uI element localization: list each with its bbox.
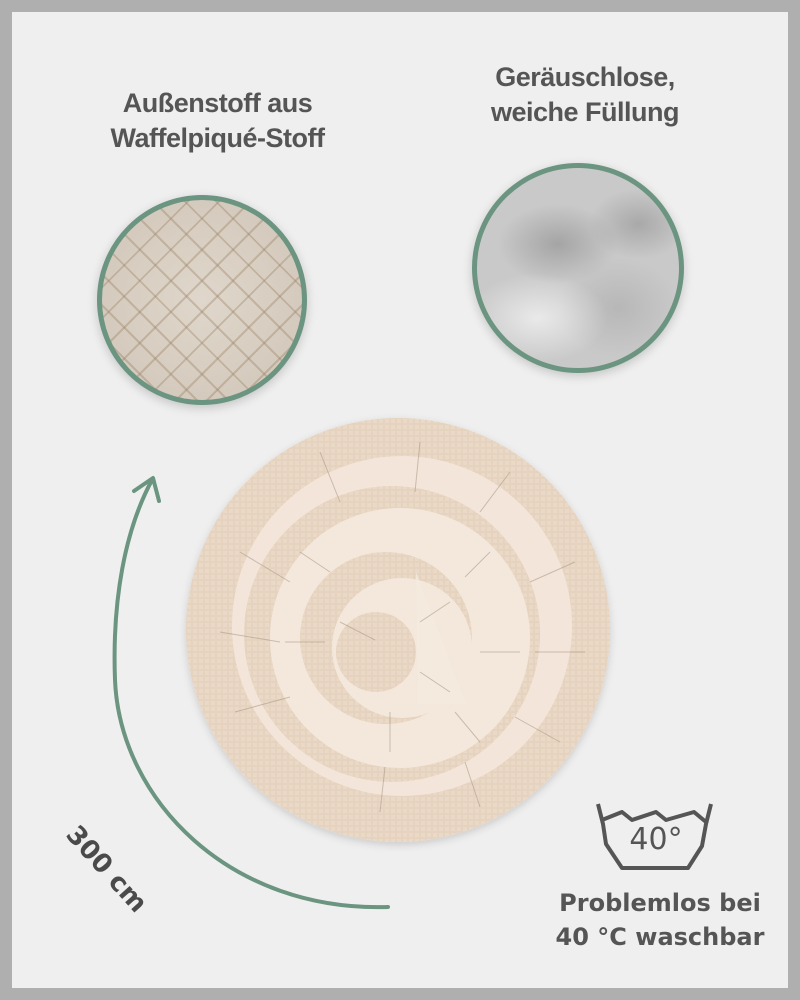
- fabric-title-line1: Außenstoff aus: [122, 88, 313, 118]
- rolled-pillow-image: [186, 418, 610, 842]
- washing-feature-title: Problemlos bei 40 °C waschbar: [530, 886, 790, 954]
- wash-basin-icon: [596, 803, 713, 870]
- washing-title-line2: 40 °C waschbar: [555, 923, 765, 952]
- washing-title-line1: Problemlos bei: [559, 889, 761, 917]
- filling-title-line2: weiche Füllung: [490, 97, 680, 128]
- filling-feature-title: Geräuschlose, weiche Füllung: [450, 60, 720, 130]
- waffle-fabric-image: [97, 195, 307, 405]
- fabric-title-line2: Waffelpiqué-Stoff: [110, 123, 325, 154]
- wash-temperature: 40°: [629, 822, 683, 857]
- filling-title-line1: Geräuschlose,: [495, 62, 675, 92]
- filling-image: [472, 163, 684, 373]
- fabric-feature-title: Außenstoff aus Waffelpiqué-Stoff: [80, 86, 355, 156]
